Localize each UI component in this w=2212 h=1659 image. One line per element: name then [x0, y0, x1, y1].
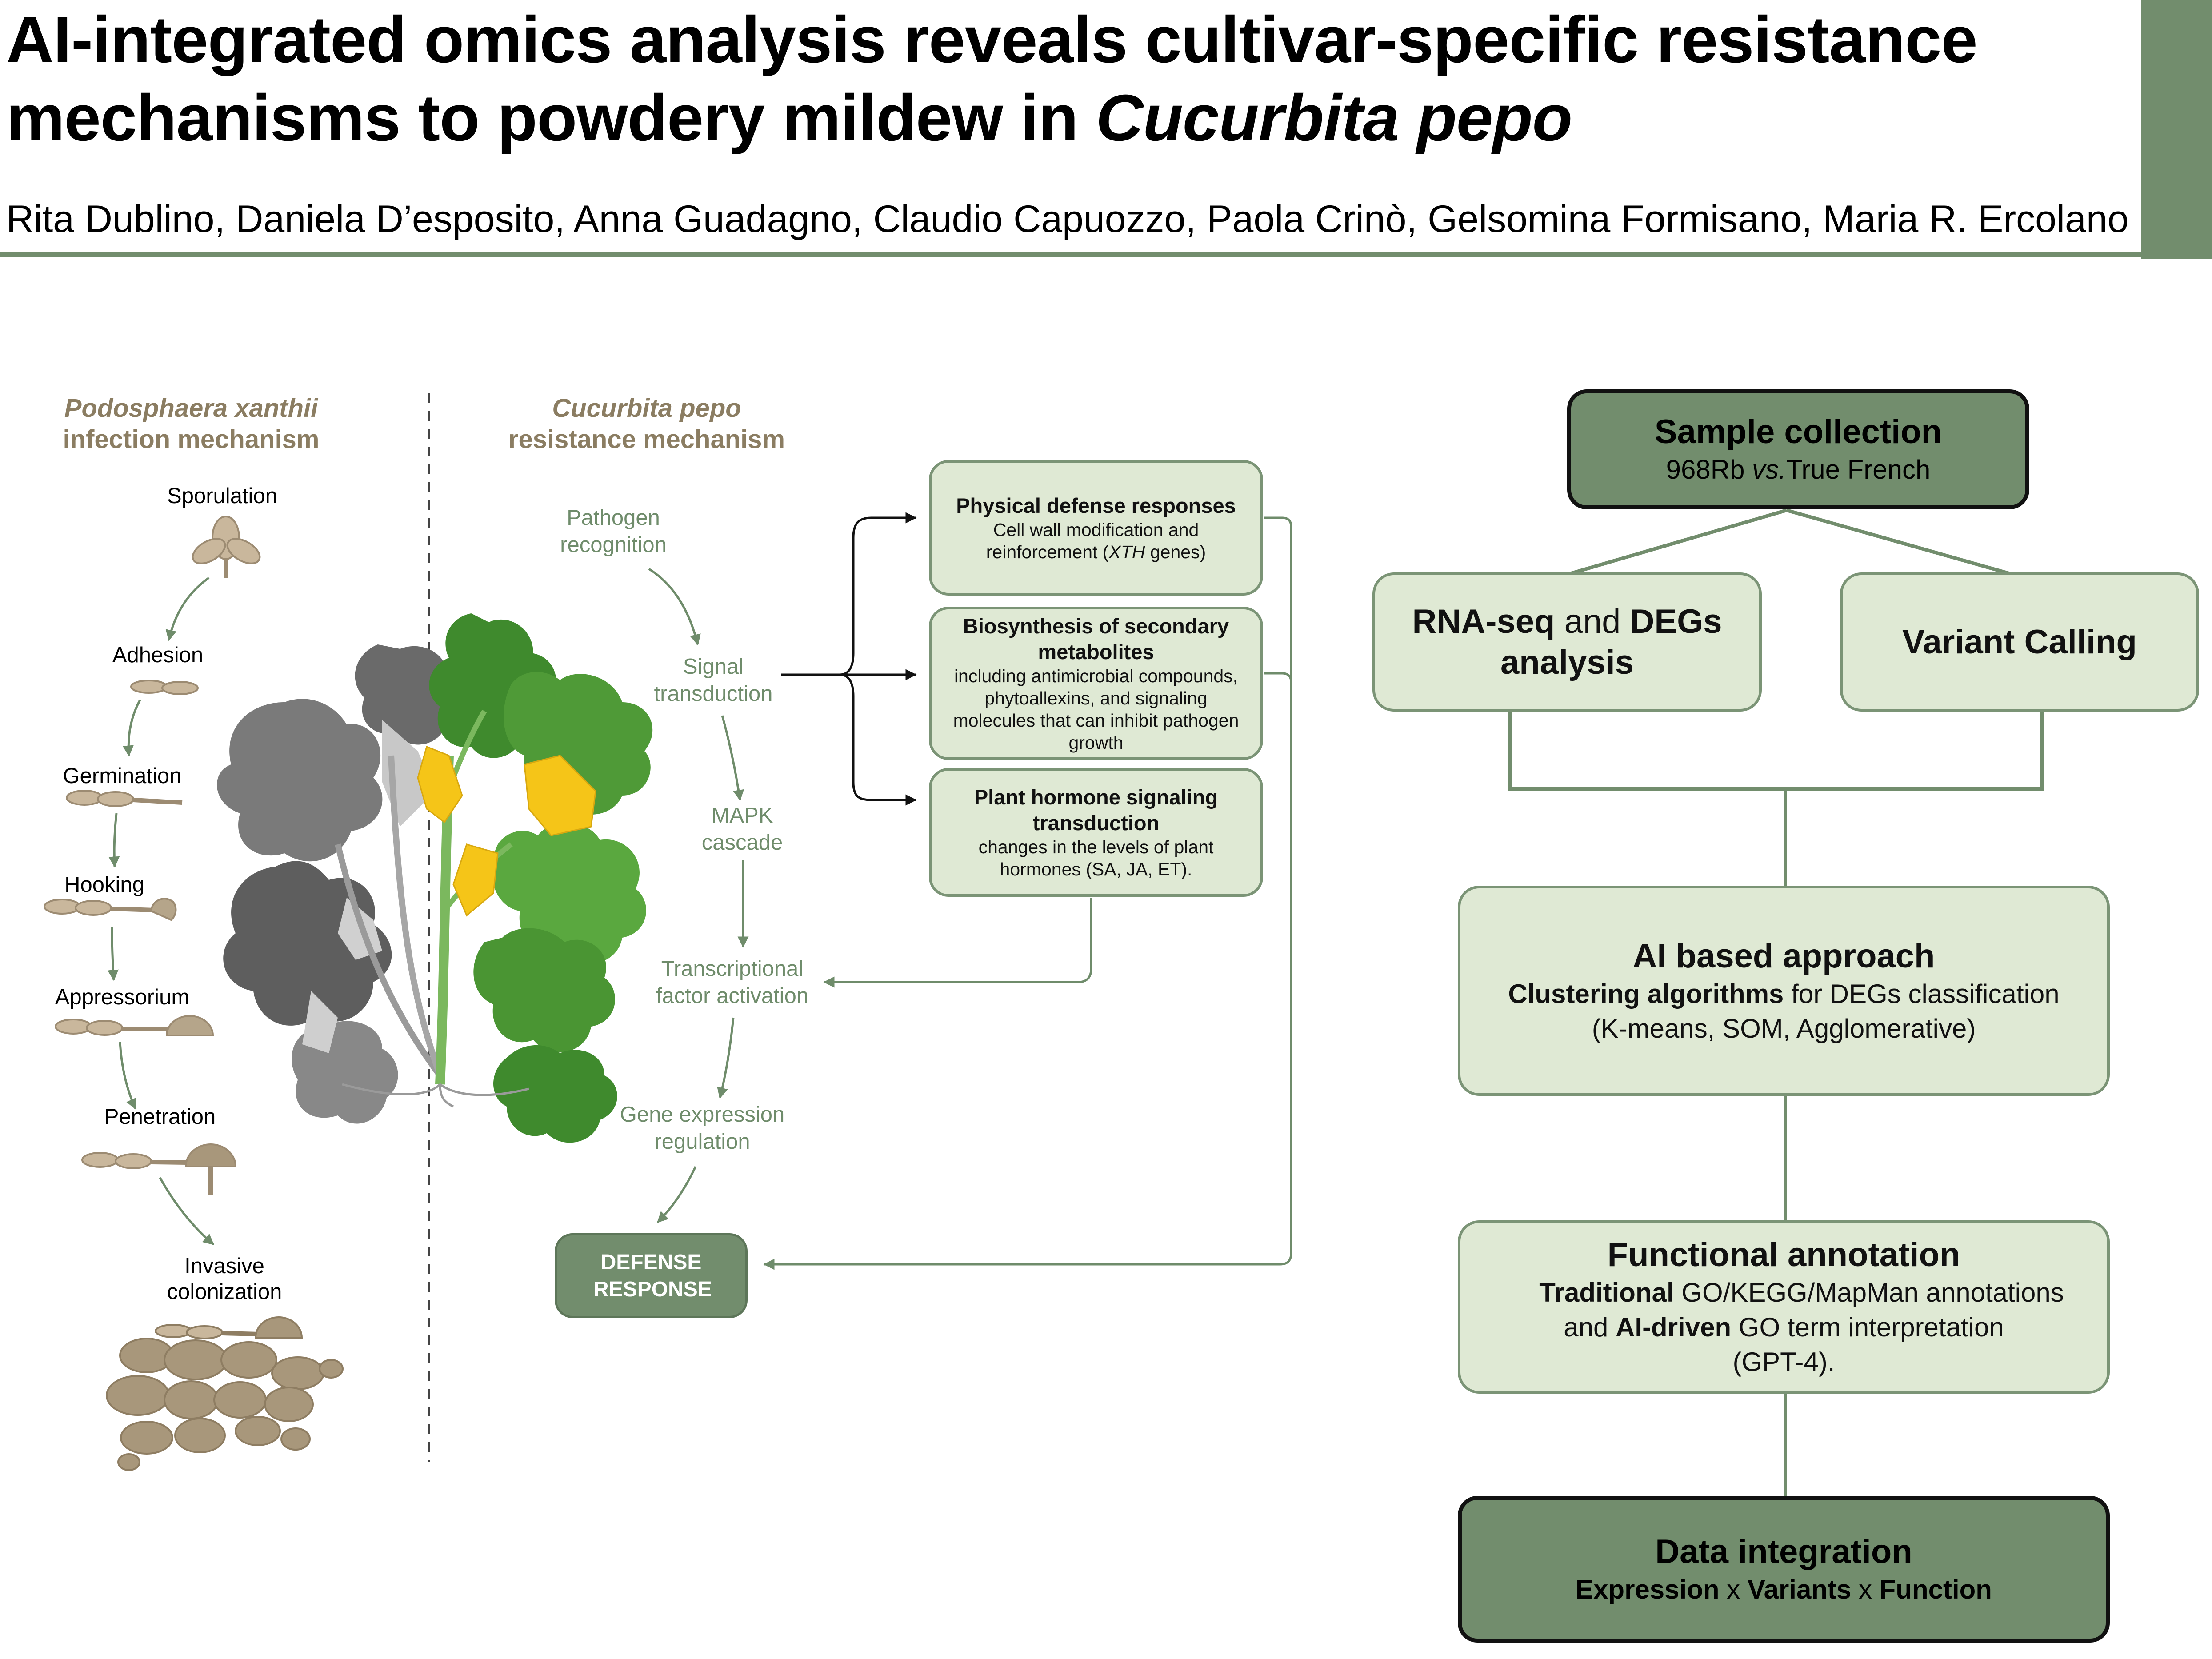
data-integration-box: Data integration Expression x Variants x…	[1458, 1496, 2110, 1643]
secondary-metabolites-title: Biosynthesis of secondary metabolites	[963, 614, 1229, 664]
ai-approach-line2: (K-means, SOM, Agglomerative)	[1592, 1013, 1976, 1043]
sample-collection-subtitle: 968Rb vs.True French	[1666, 455, 1931, 484]
defense-response-label: DEFENSE RESPONSE	[593, 1250, 712, 1301]
stage-appressorium: Appressorium	[55, 985, 190, 1009]
step-pathogen-recognition: Pathogen recognition	[560, 506, 667, 557]
functional-annotation-line1: Traditional GO/KEGG/MapMan annotations	[1539, 1278, 2064, 1307]
step-signal-transduction: Signal transduction	[654, 655, 773, 706]
variant-calling-box: Variant Calling	[1840, 572, 2199, 712]
stage-invasive-colonization: Invasive colonization	[167, 1254, 282, 1304]
author-list: Rita Dublino, Daniela D’esposito, Anna G…	[6, 198, 2129, 240]
arrow-germ-hook	[108, 813, 120, 868]
arrow-tf-gene	[717, 1017, 735, 1099]
physical-defense-body: Cell wall modification and reinforcement…	[986, 519, 1206, 562]
data-integration-title: Data integration	[1655, 1533, 1912, 1571]
stage-penetration: Penetration	[104, 1105, 216, 1129]
arrow-recog-signal	[648, 568, 701, 646]
penetration-icon	[81, 1143, 237, 1195]
ai-approach-line1: Clustering algorithms for DEGs classific…	[1508, 979, 2060, 1009]
appressorium-icon	[55, 1015, 214, 1036]
defense-response-box: DEFENSE RESPONSE	[555, 1233, 748, 1318]
resistance-heading-rest: resistance mechanism	[508, 425, 785, 454]
secondary-metabolites-body: including antimicrobial compounds, phyto…	[953, 665, 1239, 753]
ai-approach-title: AI based approach	[1632, 937, 1935, 975]
arrow-appr-pen	[119, 1042, 137, 1110]
resistance-heading-species: Cucurbita pepo	[552, 394, 741, 423]
title-text: AI-integrated omics analysis reveals cul…	[6, 3, 1978, 155]
functional-annotation-title: Functional annotation	[1607, 1236, 1960, 1274]
sample-collection-box: Sample collection 968Rb vs.True French	[1567, 389, 2029, 509]
functional-annotation-line3: (GPT-4).	[1732, 1347, 1835, 1377]
secondary-metabolites-box: Biosynthesis of secondary metabolites in…	[929, 607, 1263, 760]
stage-hooking: Hooking	[64, 873, 144, 897]
squash-plant-icon	[216, 613, 653, 1143]
title-species: Cucurbita pepo	[1096, 81, 1572, 155]
sporulation-icon	[192, 516, 261, 578]
infection-heading: Podosphaera xanthii infection mechanism	[36, 393, 347, 455]
arrow-spor-adh	[165, 576, 210, 641]
stage-germination: Germination	[63, 764, 182, 788]
variant-calling-title: Variant Calling	[1902, 623, 2137, 661]
header-accent-block	[2141, 0, 2212, 259]
physical-defense-title: Physical defense responses	[956, 493, 1236, 517]
poster-header: AI-integrated omics analysis reveals cul…	[0, 0, 2212, 259]
data-integration-subtitle: Expression x Variants x Function	[1576, 1575, 1992, 1604]
arrow-signal-mapk	[721, 715, 744, 801]
physical-defense-box: Physical defense responses Cell wall mod…	[929, 460, 1263, 596]
infection-heading-rest: infection mechanism	[63, 425, 320, 454]
sample-collection-title: Sample collection	[1654, 413, 1942, 451]
arrow-pen-inv	[159, 1177, 214, 1245]
step-transcriptional-factor-activation: Transcriptional factor activation	[656, 957, 809, 1008]
functional-annotation-line2: and AI-driven GO term interpretation	[1564, 1312, 2004, 1342]
resistance-heading: Cucurbita pepo resistance mechanism	[480, 393, 813, 455]
hormone-signaling-box: Plant hormone signaling transduction cha…	[929, 768, 1263, 897]
invasive-colonization-icon	[106, 1316, 344, 1471]
header-divider	[0, 252, 2142, 257]
arrow-adh-germ	[122, 699, 141, 757]
germination-icon	[66, 790, 183, 807]
hormone-signaling-body: changes in the levels of plant hormones …	[978, 837, 1214, 879]
hormone-signaling-title: Plant hormone signaling transduction	[974, 785, 1218, 835]
step-mapk-cascade: MAPK cascade	[701, 804, 783, 855]
arrow-gene-defense	[657, 1166, 697, 1223]
stage-adhesion: Adhesion	[112, 643, 204, 667]
infection-heading-species: Podosphaera xanthii	[64, 394, 318, 423]
adhesion-icon	[130, 680, 199, 695]
functional-annotation-box: Functional annotation Traditional GO/KEG…	[1458, 1220, 2110, 1394]
step-gene-expression-regulation: Gene expression regulation	[620, 1103, 785, 1154]
hooking-icon	[44, 898, 177, 921]
ai-approach-box: AI based approach Clustering algorithms …	[1458, 886, 2110, 1096]
stage-sporulation: Sporulation	[167, 484, 277, 508]
poster-title: AI-integrated omics analysis reveals cul…	[6, 1, 2122, 157]
arrow-hormone-tf	[823, 898, 1092, 988]
arrow-hook-appr	[107, 926, 119, 981]
